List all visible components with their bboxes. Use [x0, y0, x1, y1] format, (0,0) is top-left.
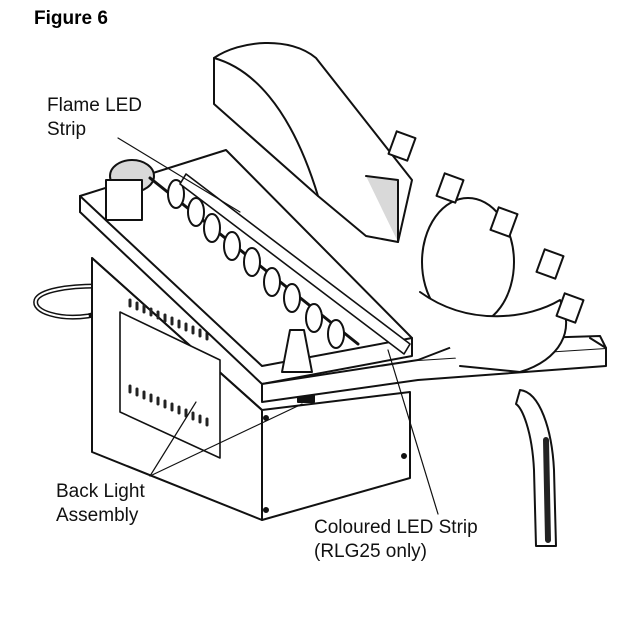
flame-led-strip	[179, 173, 411, 355]
label-flame-led-strip: Flame LED Strip	[47, 94, 142, 142]
leader-back-light-b	[149, 403, 303, 477]
back-light-housing	[91, 257, 411, 521]
label-flame-led-strip-line1: Flame LED	[47, 95, 143, 116]
flicker-paddles	[167, 179, 345, 349]
label-back-light-line1: Back Light	[56, 481, 145, 502]
leader-coloured-led	[387, 349, 439, 515]
leader-flame-led	[117, 137, 241, 213]
label-coloured-led-line2: (RLG25 only)	[314, 541, 427, 562]
label-back-light-assembly: Back Light Assembly	[56, 480, 145, 528]
label-coloured-led-strip: Coloured LED Strip (RLG25 only)	[314, 516, 478, 564]
label-coloured-led-line1: Coloured LED Strip	[314, 517, 478, 538]
figure-title: Figure 6	[34, 8, 108, 29]
label-flame-led-strip-line2: Strip	[47, 119, 87, 140]
label-back-light-line2: Assembly	[56, 505, 139, 526]
shaft-bracket	[281, 329, 313, 373]
leader-back-light-a	[149, 401, 197, 477]
log-set	[213, 41, 607, 373]
